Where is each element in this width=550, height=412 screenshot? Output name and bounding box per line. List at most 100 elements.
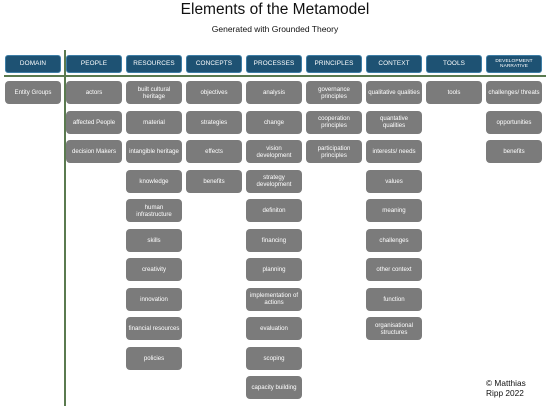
element-box: creativity <box>126 258 182 281</box>
element-label: strategy development <box>256 174 292 188</box>
element-label: built cultural heritage <box>137 85 171 100</box>
element-label: analysis <box>262 89 285 96</box>
copyright-line: © Matthias <box>486 378 526 388</box>
element-box: interests/ needs <box>366 140 422 163</box>
element-box: effects <box>186 140 242 163</box>
element-label: actors <box>85 89 103 96</box>
element-label: values <box>385 177 403 185</box>
element-box: meaning <box>366 199 422 222</box>
element-box: definiton <box>246 199 302 222</box>
element-label: decision Makers <box>71 148 117 155</box>
column-items: actors affected People decision Makers <box>66 81 122 170</box>
element-box: knowledge <box>126 169 182 193</box>
element-box: quantative qualities <box>366 110 422 134</box>
element-label: implementation of actions <box>249 292 299 306</box>
element-box: intangible heritage <box>126 140 182 163</box>
element-label: financial resources <box>128 325 180 332</box>
column-items: tools <box>426 81 482 111</box>
diagram-subtitle: Generated with Grounded Theory <box>211 24 339 34</box>
element-box: built cultural heritage <box>126 81 182 104</box>
element-box: scoping <box>246 346 302 370</box>
element-box: human infrastructure <box>126 199 182 222</box>
element-box: values <box>366 169 422 193</box>
element-box: implementation of actions <box>246 287 302 311</box>
element-label: organisational structures <box>375 321 413 336</box>
element-label: cooperation principles <box>318 115 350 129</box>
domain-divider-line <box>64 50 66 406</box>
column-development-narrative: DEVELOPMENT NARRATIVE challenges/ threats… <box>486 55 542 170</box>
column-items: Entity Groups <box>5 81 61 111</box>
element-box: function <box>366 287 422 311</box>
element-label: governance principles <box>318 85 350 100</box>
column-items: governance principles cooperation princip… <box>306 81 362 170</box>
column-header-development-narrative: DEVELOPMENT NARRATIVE <box>486 55 542 73</box>
element-label: objectives <box>200 89 228 96</box>
column-header-processes: PROCESSES <box>246 55 302 73</box>
column-items: qualitative qualities quantative qualitie… <box>366 81 422 347</box>
element-label: vision development <box>256 144 292 159</box>
element-label: tools <box>447 89 461 96</box>
element-label: qualitative qualities <box>368 89 420 96</box>
element-label: benefits <box>503 148 525 155</box>
element-box: organisational structures <box>366 317 422 340</box>
element-label: planning <box>262 266 286 273</box>
column-header-concepts: CONCEPTS <box>186 55 242 73</box>
element-box: benefits <box>486 140 542 163</box>
element-label: participation principles <box>317 144 351 159</box>
element-label: financing <box>261 236 287 244</box>
element-label: change <box>264 118 284 126</box>
element-box: objectives <box>186 81 242 104</box>
element-label: challenges/ threats <box>488 89 540 96</box>
diagram-title: Elements of the Metamodel <box>180 1 370 18</box>
element-box: financing <box>246 228 302 252</box>
column-header-context: CONTEXT <box>366 55 422 73</box>
element-label: challenges <box>379 236 409 244</box>
element-box: strategies <box>186 110 242 134</box>
element-label: scoping <box>263 354 285 362</box>
element-box: evaluation <box>246 317 302 340</box>
element-label: material <box>143 118 165 126</box>
element-label: capacity building <box>251 384 297 391</box>
element-label: strategies <box>200 118 228 126</box>
element-label: knowledge <box>139 177 169 185</box>
element-box: challenges/ threats <box>486 81 542 104</box>
element-label: Entity Groups <box>14 89 52 96</box>
element-label: effects <box>205 148 223 155</box>
column-items: objectives strategies effects benefits <box>186 81 242 199</box>
element-box: change <box>246 110 302 134</box>
element-label: evaluation <box>260 325 288 332</box>
copyright-notice: © Matthias Ripp 2022 <box>486 378 526 399</box>
element-box: capacity building <box>246 376 302 399</box>
element-box: tools <box>426 81 482 104</box>
copyright-line: Ripp 2022 <box>486 388 524 399</box>
element-label: affected People <box>72 118 116 126</box>
column-concepts: CONCEPTS objectives strategies effects benef… <box>186 55 242 199</box>
element-label: human infrastructure <box>136 203 172 218</box>
element-box: opportunities <box>486 110 542 134</box>
element-box: policies <box>126 346 182 370</box>
element-box: innovation <box>126 287 182 311</box>
element-box: participation principles <box>306 140 362 163</box>
column-context: CONTEXT qualitative qualities quantative q… <box>366 55 422 347</box>
element-box: actors <box>66 81 122 104</box>
element-label: interests/ needs <box>372 148 416 155</box>
element-box: financial resources <box>126 317 182 340</box>
element-box: qualitative qualities <box>366 81 422 104</box>
element-box: decision Makers <box>66 140 122 163</box>
column-header-domain: DOMAIN <box>5 55 61 73</box>
element-label: meaning <box>382 207 406 214</box>
element-box: affected People <box>66 110 122 134</box>
element-box: strategy development <box>246 169 302 193</box>
element-label: quantative qualities <box>379 115 409 129</box>
element-box: analysis <box>246 81 302 104</box>
element-label: innovation <box>140 295 168 303</box>
column-items: challenges/ threats opportunities benefits <box>486 81 542 170</box>
element-box: benefits <box>186 169 242 193</box>
element-label: benefits <box>203 177 225 185</box>
element-label: creativity <box>141 266 167 273</box>
column-items: analysis change vision development strategy… <box>246 81 302 406</box>
